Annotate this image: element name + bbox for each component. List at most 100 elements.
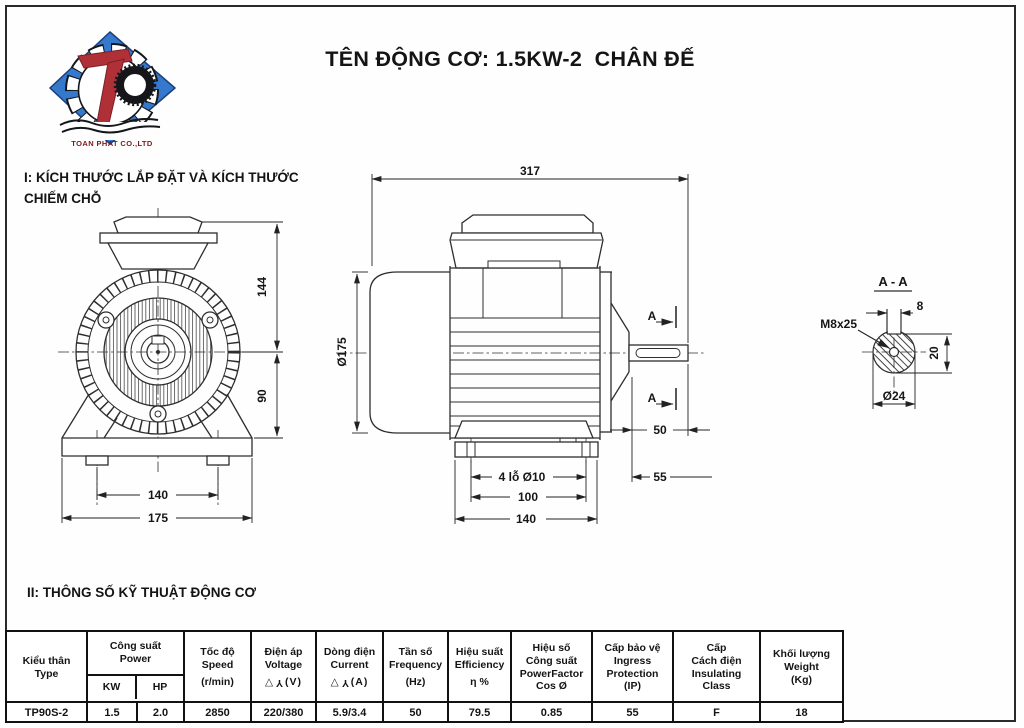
spec-table-header-row: Kiểu thân Type Công suất Power KW HP Tốc…: [7, 632, 842, 703]
page-title: TÊN ĐỘNG CƠ: 1.5KW-2 CHÂN ĐẾ: [325, 47, 695, 71]
wye-symbol: Y: [340, 677, 349, 690]
engineering-drawing: 144 90 140 175: [58, 164, 952, 526]
unit-text: (A): [350, 676, 369, 689]
delta-symbol: △: [330, 676, 340, 689]
header-line: Protection: [606, 667, 659, 680]
dim-side-holes-label: 4 lỗ Ø10: [499, 469, 546, 484]
unit-text: (V): [285, 676, 303, 689]
dim-side-diameter: Ø175: [335, 337, 349, 367]
wye-symbol: Y: [275, 677, 284, 690]
dim-side-shaft-length: 50: [653, 423, 667, 437]
col-header-protection: Cấp bảo vệ Ingress Protection (IP): [593, 632, 674, 701]
header-line: Power: [119, 653, 152, 665]
header-line: Type: [34, 667, 59, 680]
dim-front-height-bottom: 90: [255, 389, 269, 403]
header-line: Kiểu thân: [22, 654, 71, 667]
logo-company-name: TOAN PHAT CO.,LTD: [71, 139, 153, 148]
header-line: Khối lượng: [772, 648, 831, 661]
header-line: Dòng điện: [323, 645, 376, 658]
header-line: Weight: [784, 661, 819, 674]
value-current: 5.9/3.4: [317, 703, 384, 723]
spec-table: Kiểu thân Type Công suất Power KW HP Tốc…: [5, 630, 844, 723]
header-unit: (Hz): [405, 676, 426, 689]
dim-side-c: 55: [653, 470, 667, 484]
section1-line1: I: KÍCH THƯỚC LẮP ĐẶT VÀ KÍCH THƯỚC: [24, 170, 299, 185]
front-view-dimensions: [61, 221, 283, 523]
side-view: [336, 214, 706, 463]
power-header-label: Công suất Power: [88, 632, 183, 676]
section-mark-a-top: A: [648, 309, 657, 323]
dim-key-height: 20: [927, 346, 941, 360]
section2-heading: II: THÔNG SỐ KỸ THUẬT ĐỘNG CƠ: [27, 585, 257, 600]
header-line: (IP): [624, 680, 641, 693]
header-line: Điện áp: [264, 645, 303, 658]
header-line: Cos Ø: [536, 680, 567, 693]
header-line: Hiệu số: [532, 641, 571, 654]
value-efficiency: 79.5: [449, 703, 512, 723]
header-unit: △Y(V): [265, 676, 302, 689]
col-header-insulation: Cấp Cách điện Insulating Class: [674, 632, 761, 701]
value-hp: 2.0: [138, 703, 185, 723]
col-header-type: Kiểu thân Type: [7, 632, 88, 701]
subheader-kw: KW: [88, 676, 137, 699]
header-line: Công suất: [109, 640, 162, 653]
subheader-hp: HP: [152, 681, 168, 694]
header-line: Cấp: [706, 641, 727, 654]
header-line: Efficiency: [454, 658, 505, 671]
ring-gear: [116, 66, 154, 104]
wave-line-1: [59, 118, 159, 127]
header-line: Cấp bảo vệ: [604, 641, 661, 654]
dim-shaft-diameter: Ø24: [883, 389, 906, 403]
dim-side-length: 317: [520, 164, 540, 178]
col-header-power: Công suất Power KW HP: [88, 632, 185, 701]
value-voltage: 220/380: [252, 703, 317, 723]
header-line: Tần số: [398, 645, 433, 658]
header-line: Hiệu suất: [455, 645, 504, 658]
value-kw: 1.5: [88, 703, 138, 723]
section-mark-a-bottom: A: [648, 391, 657, 405]
dim-front-hole-spacing: 140: [148, 488, 168, 502]
header-unit: △Y(A): [331, 676, 369, 689]
header-line: Tốc độ: [200, 645, 235, 658]
dim-front-height-top: 144: [255, 277, 269, 297]
front-view: [58, 208, 258, 505]
section-aa-dimensions: [857, 310, 952, 409]
side-view-dimensions: [352, 174, 712, 524]
value-insulation: F: [674, 703, 761, 723]
value-protection: 55: [593, 703, 674, 723]
power-subheader: KW HP: [88, 676, 183, 699]
ring-knurl: [113, 63, 157, 107]
header-unit: (r/min): [201, 676, 234, 689]
delta-symbol: △: [264, 676, 275, 689]
header-unit: η %: [470, 676, 489, 689]
section-aa-title: A - A: [878, 274, 908, 289]
dim-side-foot-length: 140: [516, 512, 536, 526]
ring-center: [124, 74, 146, 96]
header-line: Speed: [201, 658, 234, 671]
section1-heading: I: KÍCH THƯỚC LẮP ĐẶT VÀ KÍCH THƯỚC CHIẾ…: [24, 168, 304, 210]
section1-line2: CHIẾM CHỖ: [24, 190, 102, 206]
header-line: Ingress: [613, 654, 652, 667]
col-header-voltage: Điện áp Voltage △Y(V): [252, 632, 317, 701]
col-header-frequency: Tần số Frequency (Hz): [384, 632, 449, 701]
col-header-powerfactor: Hiệu số Công suất PowerFactor Cos Ø: [512, 632, 593, 701]
header-line: Insulating: [691, 667, 742, 680]
header-line: Cách điện: [691, 654, 742, 667]
col-header-weight: Khối lượng Weight (Kg): [761, 632, 842, 701]
dim-side-hole-span: 100: [518, 490, 538, 504]
header-line: (Kg): [791, 673, 812, 686]
header-line: Frequency: [388, 658, 443, 671]
header-line: Công suất: [525, 654, 578, 667]
dim-front-base-width: 175: [148, 511, 168, 525]
dim-tap-label: M8x25: [820, 317, 857, 331]
col-header-speed: Tốc độ Speed (r/min): [185, 632, 252, 701]
value-type: TP90S-2: [7, 703, 88, 723]
header-line: PowerFactor: [519, 667, 584, 680]
col-header-efficiency: Hiệu suất Efficiency η %: [449, 632, 512, 701]
value-speed: 2850: [185, 703, 252, 723]
col-header-current: Dòng điện Current △Y(A): [317, 632, 384, 701]
header-line: Voltage: [264, 658, 303, 671]
header-line: Class: [702, 680, 731, 693]
dim-key-width: 8: [917, 299, 924, 313]
